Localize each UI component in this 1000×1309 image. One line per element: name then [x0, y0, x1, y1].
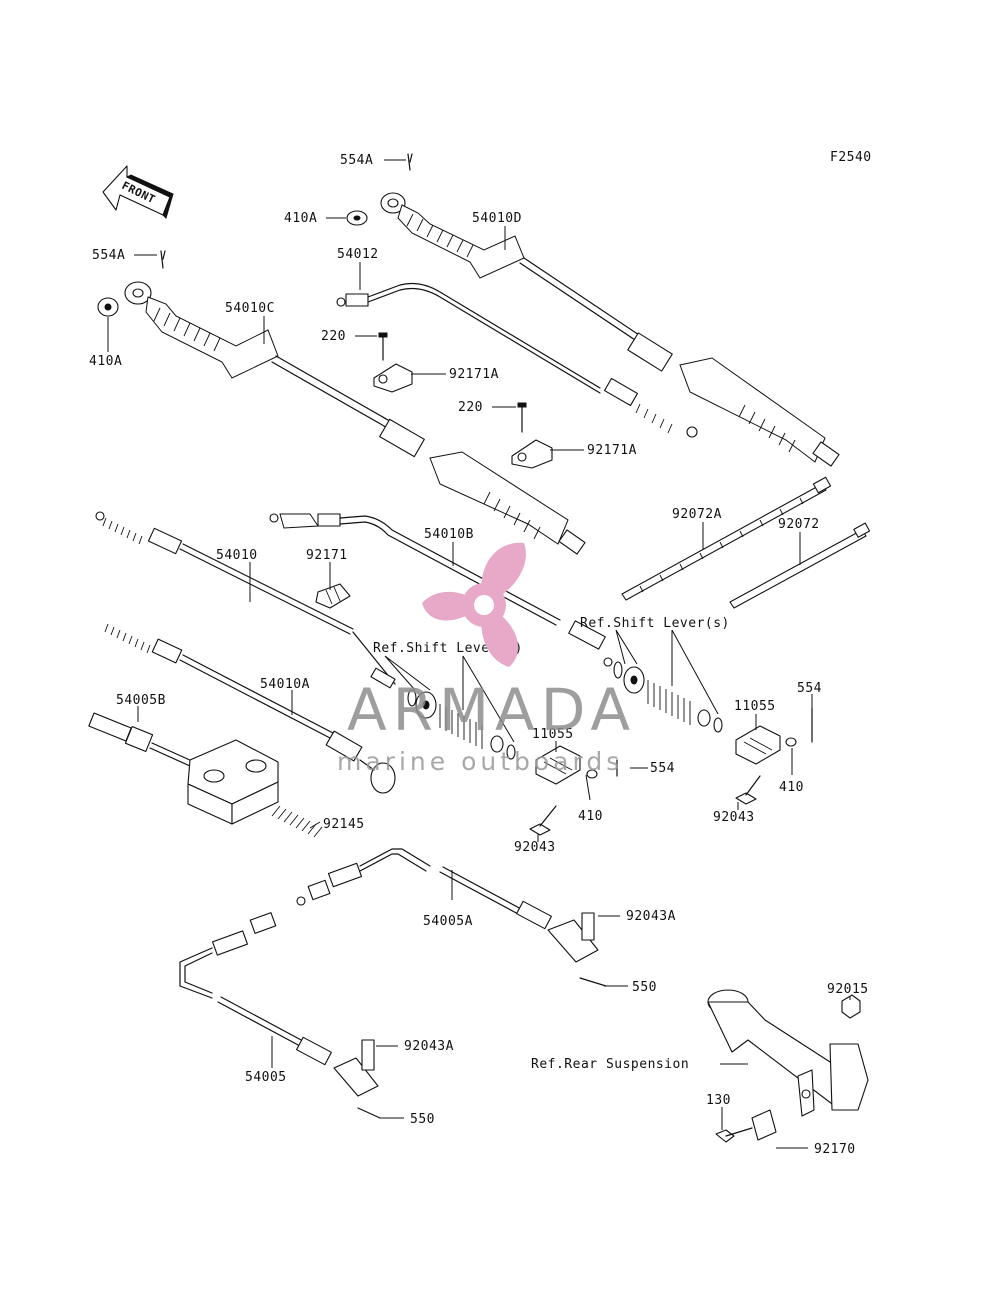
pin-554A-left [160, 250, 166, 269]
clamp-92171A-a [373, 332, 413, 393]
spring-92145 [271, 805, 323, 838]
label-54010D: 54010D [472, 211, 522, 226]
label-410A-top: 410A [284, 211, 317, 226]
label-11055-b: 11055 [734, 699, 776, 714]
label-554A-top: 554A [340, 153, 373, 168]
label-54010C: 54010C [225, 301, 275, 316]
watermark-tagline: marine outboards [337, 747, 623, 776]
cable-54005B [88, 712, 279, 825]
washer-410A-left [97, 297, 119, 317]
cable-54005A [296, 848, 607, 987]
label-92043A-a: 92043A [626, 909, 676, 924]
label-550-b: 550 [410, 1112, 435, 1127]
part-labels: 554A 410A 54010D 54012 554A 410A 54010C … [89, 153, 869, 1157]
label-92171A-b: 92171A [587, 443, 637, 458]
label-54010: 54010 [216, 548, 258, 563]
label-54005A: 54005A [423, 914, 473, 929]
label-92072: 92072 [778, 517, 820, 532]
rear-suspension [707, 989, 869, 1143]
label-220-b: 220 [458, 400, 483, 415]
label-92170: 92170 [814, 1142, 856, 1157]
label-554-a: 554 [650, 761, 675, 776]
label-410-b: 410 [779, 780, 804, 795]
pin-554A-top [407, 153, 413, 171]
label-ref-shift-lever-left: Ref.Shift Lever(s) [373, 641, 523, 656]
cable-54005 [179, 912, 381, 1119]
front-arrow-icon: FRONT [102, 165, 174, 219]
label-54010A: 54010A [260, 677, 310, 692]
watermark-name: ARMADA [347, 676, 636, 744]
cable-tie-92072A [621, 476, 832, 601]
label-554-b: 554 [797, 681, 822, 696]
washer-410A-top [346, 210, 368, 226]
label-554A-left: 554A [92, 248, 125, 263]
label-92043A-b: 92043A [404, 1039, 454, 1054]
label-410A-left: 410A [89, 354, 122, 369]
clamp-92171A-b [511, 402, 553, 469]
cable-tie-92072 [729, 522, 871, 609]
label-54005: 54005 [245, 1070, 287, 1085]
watermark: ARMADA marine outboards [337, 542, 636, 776]
leader-lines [107, 159, 851, 1149]
label-11055-a: 11055 [532, 727, 574, 742]
label-92171A-a: 92171A [449, 367, 499, 382]
label-54012: 54012 [337, 247, 379, 262]
label-ref-shift-lever-right: Ref.Shift Lever(s) [580, 616, 730, 631]
label-92145: 92145 [323, 817, 365, 832]
label-130: 130 [706, 1093, 731, 1108]
shift-parts-left [407, 689, 618, 836]
shift-parts-right [613, 661, 813, 805]
label-54005B: 54005B [116, 693, 166, 708]
cable-54010D [380, 192, 840, 467]
label-92171: 92171 [306, 548, 348, 563]
label-54010B: 54010B [424, 527, 474, 542]
cable-54010B [269, 513, 613, 667]
label-220-a: 220 [321, 329, 346, 344]
label-92015: 92015 [827, 982, 869, 997]
cable-54010C [124, 281, 586, 555]
cable-54012 [336, 282, 698, 438]
label-ref-rear-suspension: Ref.Rear Suspension [531, 1057, 689, 1072]
label-92043-a: 92043 [514, 840, 556, 855]
label-410-a: 410 [578, 809, 603, 824]
label-92072A: 92072A [672, 507, 722, 522]
figure-code: F2540 [830, 150, 872, 165]
label-92043-b: 92043 [713, 810, 755, 825]
label-550-a: 550 [632, 980, 657, 995]
clamp-92171 [315, 583, 351, 609]
propeller-logo-icon [422, 542, 526, 667]
cable-54010A [104, 623, 396, 794]
cable-54010 [95, 511, 396, 689]
